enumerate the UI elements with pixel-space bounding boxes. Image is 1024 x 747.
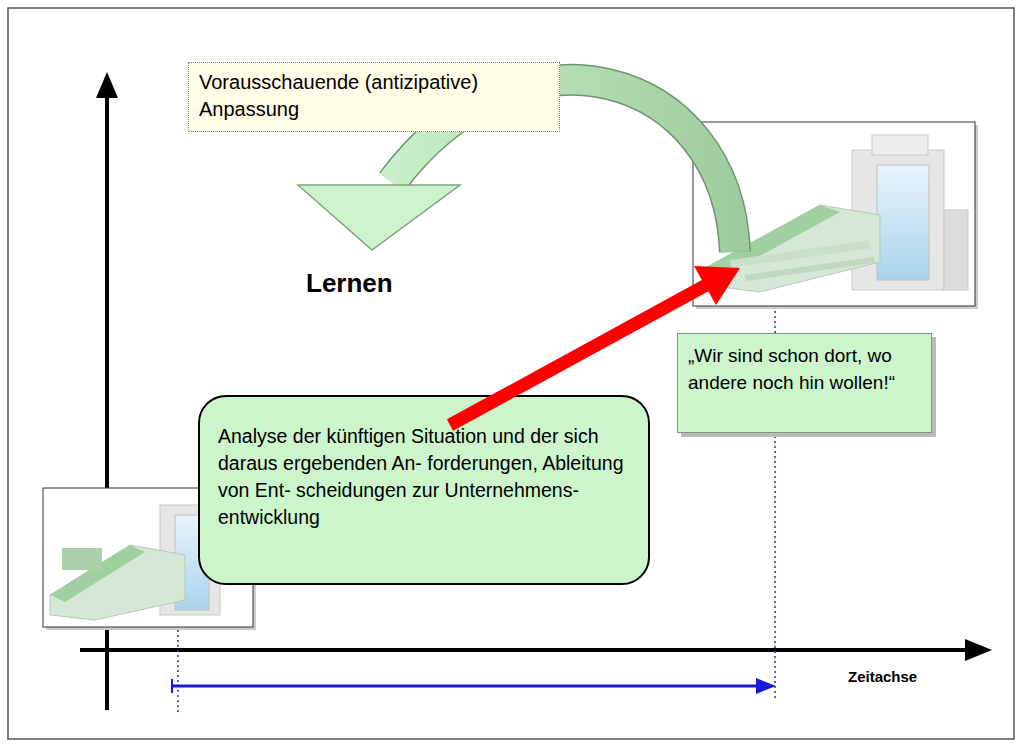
note-box: Vorausschauende (antizipative) Anpassung — [188, 62, 560, 132]
y-axis-head — [96, 72, 118, 98]
step-label: Lernen — [306, 268, 393, 299]
tower-top — [872, 135, 928, 155]
time-span-head — [756, 678, 776, 694]
tower-glass — [877, 165, 929, 280]
box-text: Analyse der künftigen Situation und der … — [218, 423, 636, 531]
analysis-box: Analyse der künftigen Situation und der … — [198, 395, 650, 585]
side-wing — [944, 210, 968, 290]
box-text: Vorausschauende (antizipative) Anpassung — [199, 69, 549, 123]
window-band — [745, 257, 875, 281]
red-arrow-head — [694, 266, 740, 305]
low-building — [50, 545, 185, 620]
time-axis — [80, 648, 968, 652]
building-illustration — [50, 505, 220, 620]
low-building-roof — [50, 545, 145, 602]
outer-frame — [8, 8, 1014, 739]
quote-box: „Wir sind schon dort, wo andere noch hin… — [677, 333, 932, 433]
annex — [62, 548, 102, 570]
red-arrow-shaft — [450, 283, 710, 425]
box-text: „Wir sind schon dort, wo andere noch hin… — [688, 342, 921, 396]
axis-label: Zeitachse — [848, 668, 917, 685]
time-span-tick — [171, 679, 173, 693]
learning-arrow-head — [298, 185, 460, 250]
time-axis-head — [965, 639, 992, 661]
time-span-arrow — [172, 685, 758, 688]
